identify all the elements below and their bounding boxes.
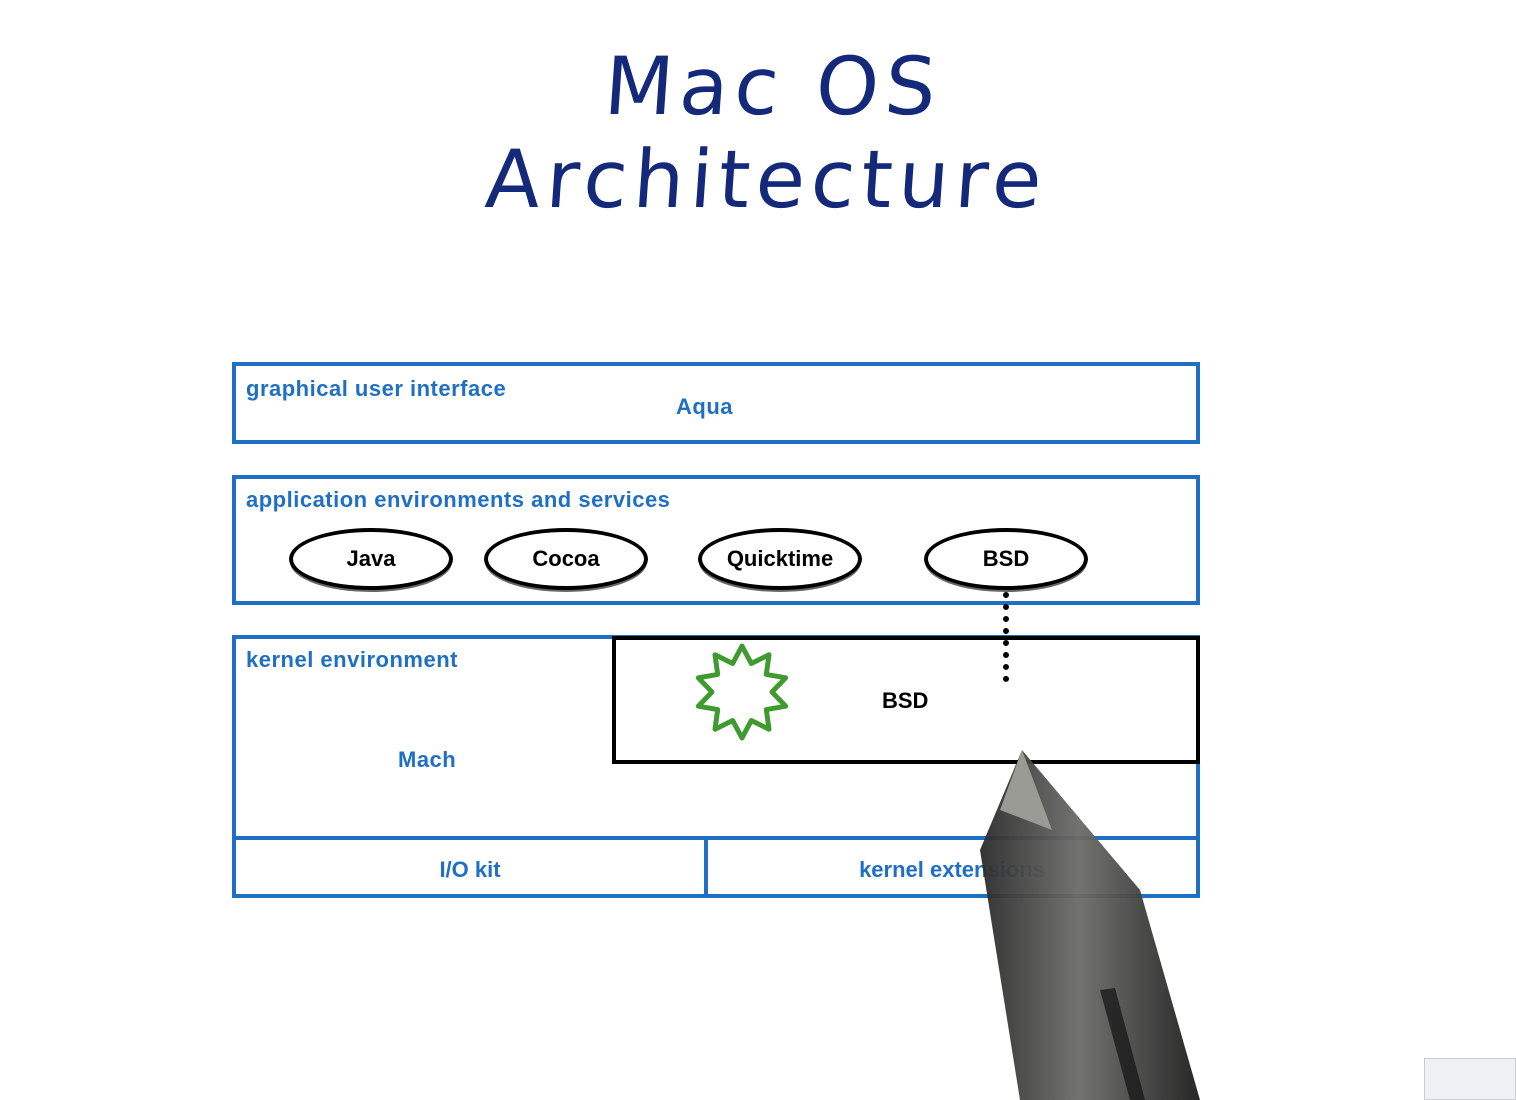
java-oval: Java [289, 528, 453, 590]
bsd-kernel-label: BSD [882, 688, 929, 713]
page-title: Mac OS Architecture [482, 40, 1051, 226]
aqua-label: Aqua [676, 394, 733, 419]
starburst-icon [695, 643, 789, 741]
app-layer-label: application environments and services [246, 487, 671, 512]
gui-layer: graphical user interface Aqua [232, 362, 1200, 444]
mach-label: Mach [398, 747, 457, 772]
bsd-oval: BSD [924, 528, 1088, 590]
io-kit-label: I/O kit [439, 857, 501, 882]
kernel-layer-label: kernel environment [246, 647, 458, 672]
stylus-pen-icon [980, 750, 1200, 1100]
bsd-kernel-box: BSD [612, 636, 1200, 764]
dotted-connector [1003, 592, 1009, 682]
quicktime-oval: Quicktime [698, 528, 862, 590]
io-kit-box: I/O kit [232, 836, 708, 898]
cocoa-oval: Cocoa [484, 528, 648, 590]
gui-layer-label: graphical user interface [246, 376, 507, 401]
slide-thumbnail [1424, 1058, 1516, 1100]
